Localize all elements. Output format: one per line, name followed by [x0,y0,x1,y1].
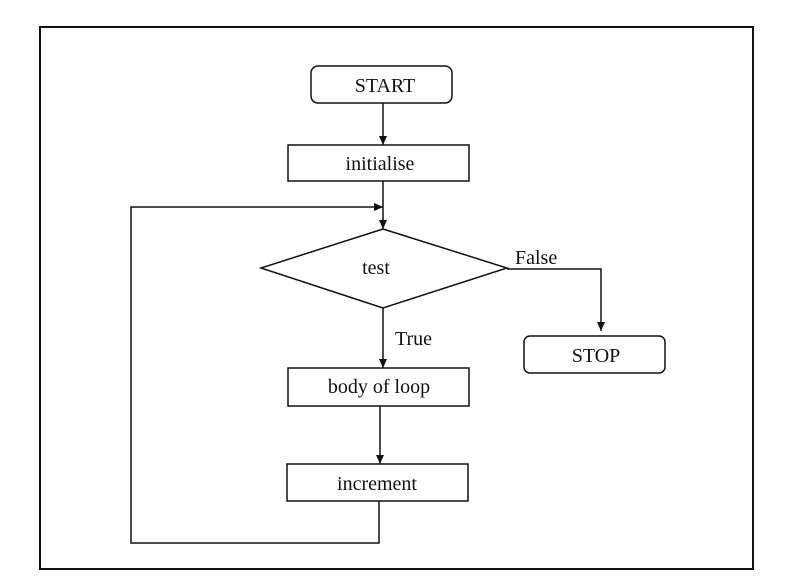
true-label: True [395,328,432,350]
increment-label: increment [337,473,417,495]
test-label: test [362,257,390,279]
stop-label: STOP [572,345,621,367]
initialise-label: initialise [346,153,415,175]
increment-node [286,463,469,502]
diagram-frame [39,26,754,570]
start-node [310,65,453,104]
start-label: START [355,75,416,97]
loop-back-line [130,203,383,544]
body-of-loop-label: body of loop [328,376,430,398]
false-label: False [515,247,557,269]
body-of-loop-node [287,367,470,407]
stop-node [523,335,666,374]
initialise-node [287,144,470,182]
arrow-false-to-stop [507,268,605,331]
